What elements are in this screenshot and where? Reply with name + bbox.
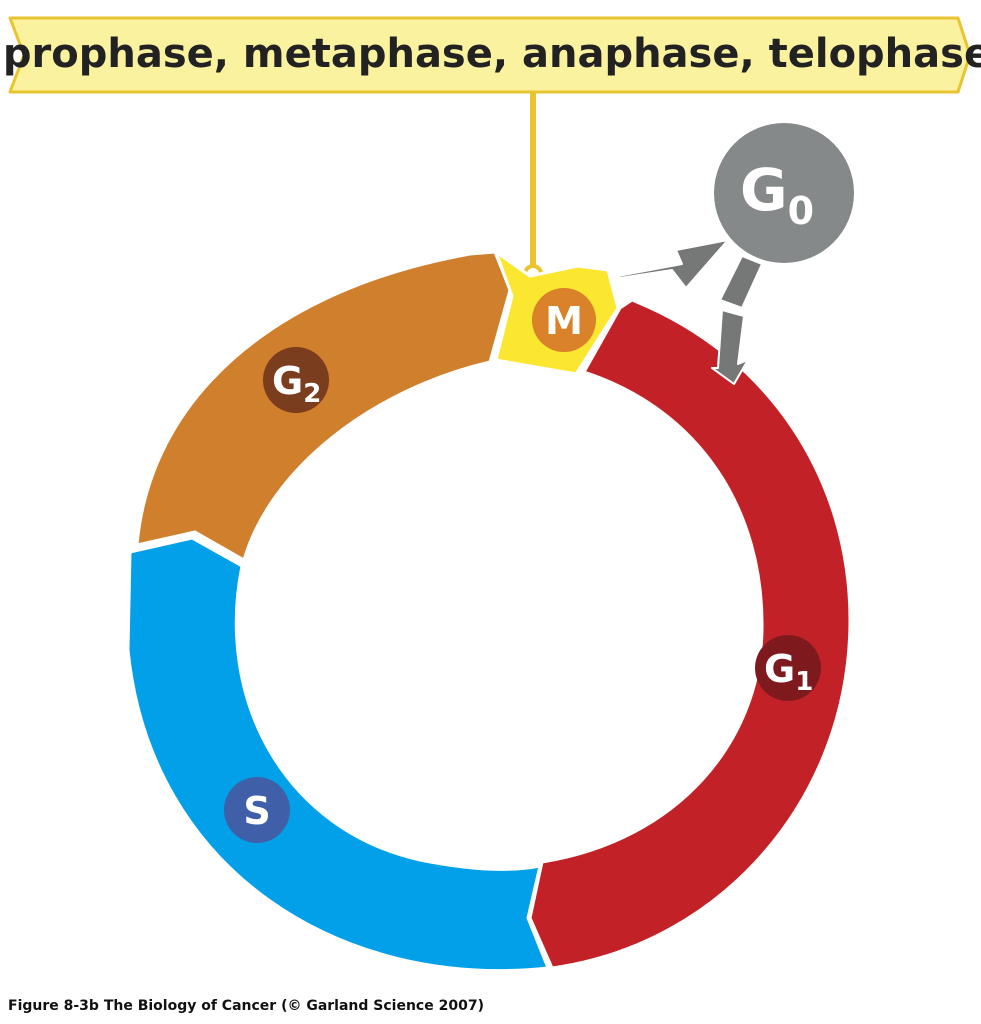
m-phase-badge (532, 288, 596, 352)
s-phase-badge (224, 777, 290, 843)
g0-entry-arrow (719, 255, 763, 309)
s-phase-segment (126, 536, 550, 973)
banner-text: prophase, metaphase, anaphase, telophase (3, 31, 981, 77)
banner-connector-line (530, 92, 536, 272)
g2-phase-label: G2 (272, 359, 321, 409)
g0-phase-circle (714, 123, 854, 263)
g1-phase-badge (755, 635, 821, 701)
s-phase-label: S (243, 789, 270, 833)
g2-phase-segment (135, 250, 512, 562)
m-phase-label: M (545, 299, 583, 343)
figure-caption: Figure 8-3b The Biology of Cancer (© Gar… (8, 998, 484, 1014)
phase-banner (8, 16, 972, 94)
g0-exit-arrow (617, 239, 729, 289)
g0-return-arrow (711, 309, 749, 385)
g1-phase-segment (528, 298, 852, 970)
g0-phase-label: G0 (740, 156, 814, 233)
g2-phase-badge (263, 347, 329, 413)
g1-phase-label: G1 (764, 647, 813, 697)
